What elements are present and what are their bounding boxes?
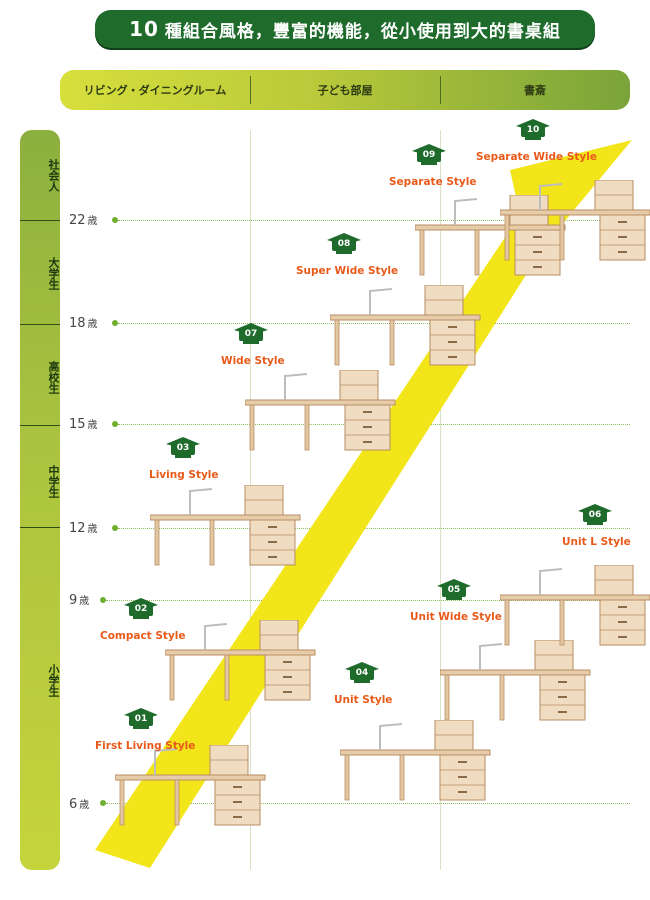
style-label-09: Separate Style (389, 176, 477, 188)
cap-icon: 07 (234, 323, 268, 347)
cap-icon: 01 (124, 708, 158, 732)
style-label-06: Unit L Style (562, 536, 631, 548)
cap-icon: 04 (345, 662, 379, 686)
stage-divider (20, 425, 60, 426)
age-dot (100, 800, 106, 806)
age-dot (112, 525, 118, 531)
desk-wide-style (245, 370, 396, 451)
desk-super-wide-style (330, 285, 481, 366)
desk-first-living-style (115, 745, 266, 826)
title-banner: 10 種組合風格，豐富的機能，從小使用到大的書桌組 (95, 10, 595, 48)
age-dot (112, 320, 118, 326)
stage-junior-high: 中学生 (47, 464, 60, 498)
desk-separate-wide-style (500, 180, 650, 261)
desk-unit-l-style (500, 565, 650, 646)
stage-university: 大学生 (47, 256, 60, 290)
style-label-02: Compact Style (100, 630, 186, 642)
style-label-10: Separate Wide Style (476, 151, 597, 163)
desk-compact-style (165, 620, 316, 701)
cap-icon: 06 (578, 504, 612, 528)
style-label-03: Living Style (149, 469, 219, 481)
stage-divider (20, 527, 60, 528)
room-header: リビング・ダイニングルーム 子ども部屋 書斎 (60, 70, 630, 110)
desk-living-style (150, 485, 301, 566)
cap-icon: 08 (327, 233, 361, 257)
style-label-05: Unit Wide Style (410, 611, 502, 623)
age-line (118, 528, 630, 529)
style-label-01: First Living Style (95, 740, 196, 752)
room-study: 書斎 (524, 84, 546, 97)
age-line (106, 600, 630, 601)
age-dot (112, 421, 118, 427)
room-living-dining: リビング・ダイニングルーム (83, 84, 227, 97)
room-divider (250, 76, 251, 104)
stage-elementary: 小学生 (47, 663, 60, 697)
stage-working-adult: 社会人 (47, 158, 60, 192)
style-label-04: Unit Style (334, 694, 393, 706)
life-stage-bar: 社会人 大学生 高校生 中学生 小学生 (20, 130, 60, 870)
style-label-07: Wide Style (221, 355, 285, 367)
title-text: 種組合風格，豐富的機能，從小使用到大的書桌組 (164, 21, 561, 42)
cap-icon: 05 (437, 579, 471, 603)
room-kids: 子ども部屋 (317, 84, 373, 97)
cap-icon: 03 (166, 437, 200, 461)
room-divider (440, 76, 441, 104)
title-number: 10 (129, 17, 159, 41)
style-label-08: Super Wide Style (296, 265, 399, 277)
stage-divider (20, 324, 60, 325)
age-dot (112, 217, 118, 223)
stage-divider (20, 220, 60, 221)
stage-high-school: 高校生 (47, 360, 60, 394)
age-dot (100, 597, 106, 603)
column-line (440, 130, 441, 870)
age-line (106, 803, 630, 804)
age-line (118, 220, 630, 221)
cap-icon: 10 (516, 119, 550, 143)
cap-icon: 02 (124, 598, 158, 622)
cap-icon: 09 (412, 144, 446, 168)
age-line (118, 323, 630, 324)
